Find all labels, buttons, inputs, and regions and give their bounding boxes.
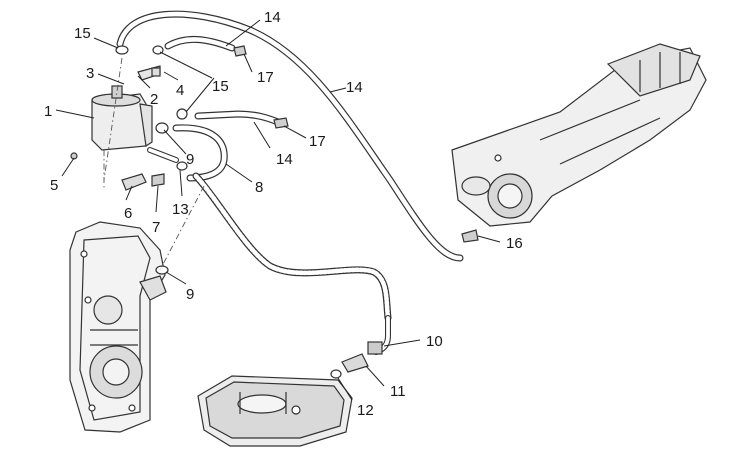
callout-13: 13 xyxy=(172,201,189,218)
callout-14-lower: 14 xyxy=(276,151,293,168)
oil-separator-tank xyxy=(91,85,153,151)
callout-12: 12 xyxy=(357,402,374,419)
air-filter-box xyxy=(451,43,707,227)
callout-15-middle: 15 xyxy=(212,78,229,95)
callout-17-upper: 17 xyxy=(257,69,274,86)
callout-8: 8 xyxy=(255,179,263,196)
breather-hoses xyxy=(116,10,464,355)
callout-1: 1 xyxy=(44,103,52,120)
leader-lines xyxy=(55,19,501,401)
callout-10: 10 xyxy=(426,333,443,350)
callout-5: 5 xyxy=(50,177,58,194)
oil-sump xyxy=(197,375,353,447)
callout-16: 16 xyxy=(506,235,523,252)
small-fittings xyxy=(70,45,479,379)
callout-3: 3 xyxy=(86,65,94,82)
callout-4: 4 xyxy=(176,82,184,99)
callout-2: 2 xyxy=(150,91,158,108)
callout-11: 11 xyxy=(390,383,406,400)
callout-15-top: 15 xyxy=(74,25,91,42)
callout-labels: 1 2 3 4 5 6 7 8 9 9 10 11 12 13 14 14 14… xyxy=(44,9,523,419)
callout-17-lower: 17 xyxy=(309,133,326,150)
callout-7: 7 xyxy=(152,219,160,236)
assembly-guide-lines xyxy=(103,57,205,271)
crankcase-cover xyxy=(69,221,167,433)
callout-6: 6 xyxy=(124,205,132,222)
callout-9-upper: 9 xyxy=(186,151,194,168)
callout-14-top: 14 xyxy=(264,9,281,26)
callout-14-middle: 14 xyxy=(346,79,363,96)
callout-9-lower: 9 xyxy=(186,286,194,303)
